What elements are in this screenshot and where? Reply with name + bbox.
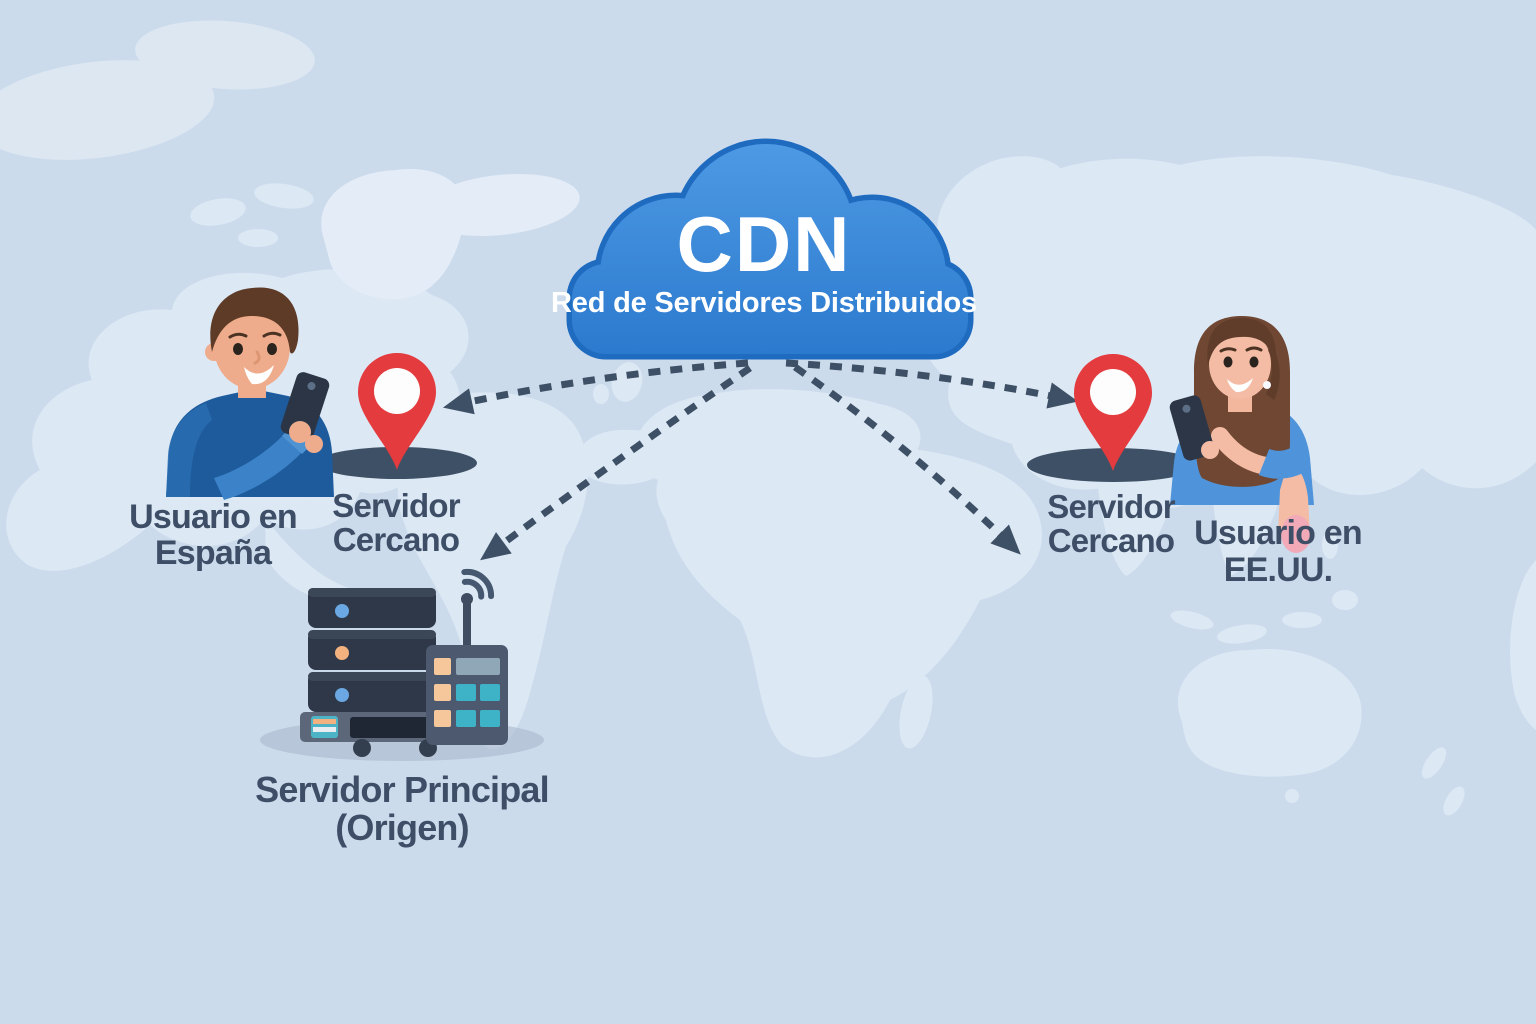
woman-earring — [1263, 381, 1271, 389]
man-smile — [244, 365, 274, 385]
label-line: Cercano — [1047, 522, 1175, 559]
label-edge-server-left: Servidor Cercano — [332, 489, 460, 557]
woman-brow — [1219, 347, 1237, 353]
server-drive-3 — [308, 672, 436, 712]
woman-eye — [1249, 356, 1259, 368]
map-island — [1170, 610, 1214, 630]
antenna-knob — [461, 593, 473, 605]
label-line: EE.UU. — [1223, 551, 1333, 589]
server-drive-1 — [308, 588, 436, 628]
user-usa-illustration — [1169, 316, 1314, 553]
server-side-panel — [426, 645, 508, 745]
map-greenland — [321, 169, 466, 300]
pin-hole — [374, 368, 420, 414]
connection-arrows — [442, 359, 1079, 561]
woman-thumb — [1213, 431, 1225, 443]
map-light-patch — [0, 60, 215, 160]
cdn-cloud-icon — [566, 138, 974, 360]
map-island — [1217, 624, 1267, 644]
map-arctic-island — [238, 229, 278, 247]
server-rack-icon — [260, 568, 544, 761]
label-line: (Origen) — [335, 807, 469, 848]
pin-hole — [1090, 369, 1136, 415]
map-australia — [1178, 648, 1362, 777]
map-tasmania — [1285, 789, 1299, 803]
server-drive-2 — [308, 630, 436, 670]
map-new-zealand — [1443, 786, 1465, 816]
map-central-america — [265, 518, 356, 599]
server-wheel — [353, 739, 371, 757]
map-new-zealand — [1421, 747, 1447, 779]
man-eye — [267, 343, 277, 355]
man-hand — [305, 435, 323, 453]
label-line: Servidor Principal — [255, 769, 550, 810]
man-brow — [228, 332, 248, 339]
label-line: Servidor — [1047, 488, 1175, 525]
man-ear — [205, 343, 223, 361]
label-origin-server: Servidor Principal (Origen) — [255, 769, 550, 848]
man-eye — [233, 343, 243, 355]
map-iberia — [577, 429, 673, 485]
woman-head — [1209, 329, 1271, 399]
wifi-icon — [461, 568, 495, 600]
map-coast-sliver — [1510, 560, 1536, 730]
man-brow — [262, 331, 282, 338]
label-line: Cercano — [332, 521, 460, 558]
label-line: Usuario en — [1194, 514, 1363, 552]
man-hair — [210, 287, 299, 354]
map-island — [1282, 612, 1322, 628]
map-arctic-island — [254, 183, 314, 209]
drive-led-orange — [335, 646, 349, 660]
map-africa — [656, 434, 1042, 758]
map-south-america — [393, 392, 588, 750]
map-island — [1332, 590, 1358, 610]
drive-led-blue — [335, 604, 349, 618]
map-uk — [611, 362, 643, 402]
woman-eye — [1223, 356, 1233, 368]
arrow-cloud-to-right-pin — [785, 359, 1079, 409]
label-line: Servidor — [332, 487, 460, 524]
label-user-spain: Usuario en España — [129, 498, 298, 572]
map-ireland — [593, 384, 609, 404]
map-japan — [1479, 378, 1497, 406]
map-island — [1322, 531, 1338, 559]
map-japan — [1459, 333, 1485, 371]
woman-fringe — [1207, 318, 1277, 366]
man-forearm-sleeve — [214, 432, 304, 500]
label-line: España — [154, 534, 272, 572]
location-pin-left-icon — [317, 353, 477, 479]
user-spain-illustration — [166, 287, 334, 500]
antenna-mast — [463, 600, 471, 655]
smartphone-icon — [280, 372, 330, 440]
woman-hand — [1201, 441, 1219, 459]
woman-smile — [1227, 378, 1253, 393]
map-madagascar — [899, 675, 933, 749]
label-edge-server-right: Servidor Cercano — [1047, 490, 1175, 558]
man-shoulder-shade — [166, 403, 212, 497]
drive-led-blue — [335, 688, 349, 702]
map-arctic-island — [190, 198, 246, 226]
man-hand — [289, 421, 311, 443]
woman-pink-cuff — [1281, 515, 1311, 553]
label-line: Usuario en — [129, 498, 298, 536]
label-user-usa: Usuario en EE.UU. — [1194, 514, 1363, 589]
arrow-cloud-to-right-region — [792, 364, 1021, 555]
arrow-cloud-to-origin-server — [480, 365, 752, 561]
man-nose — [253, 350, 261, 365]
location-pin-right-icon — [1027, 354, 1199, 482]
server-card — [311, 716, 338, 738]
woman-brow — [1245, 346, 1263, 352]
woman-sleeve — [1258, 447, 1305, 479]
map-light-patch — [135, 20, 315, 90]
